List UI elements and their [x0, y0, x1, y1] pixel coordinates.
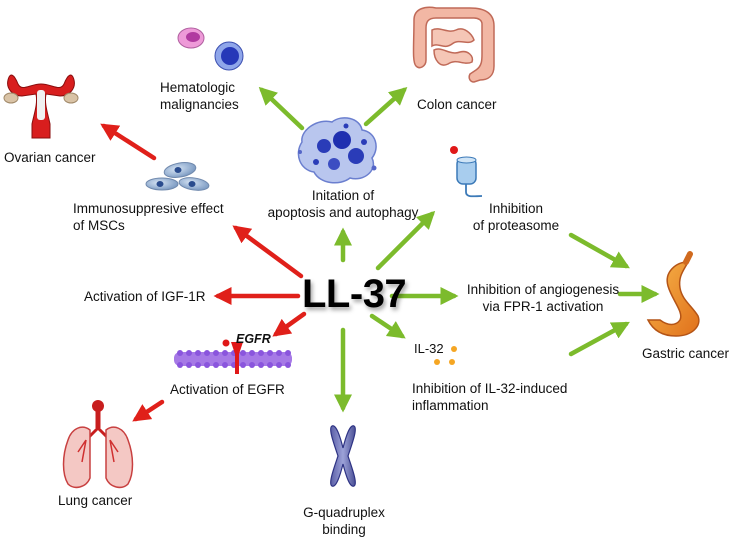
arrow-to-proteasome [375, 210, 436, 271]
label-lung-cancer: Lung cancer [58, 493, 133, 508]
center-label-ll37: LL-37 [302, 272, 407, 316]
green-arrows [258, 86, 660, 413]
label-immunosuppressive: Immunosuppresive effect of MSCs [73, 201, 224, 233]
arrow-to-il32 [369, 313, 406, 339]
colon-icon [412, 6, 495, 83]
lungs-icon [62, 400, 134, 489]
red-arrows [100, 123, 307, 422]
label-il32-tag: IL-32 [414, 341, 444, 356]
label-apoptosis: Initation of apoptosis and autophagy [267, 188, 419, 220]
label-gastric-cancer: Gastric cancer [642, 346, 730, 361]
chromosome-icon [330, 425, 356, 487]
il32-dots-icon [434, 346, 457, 365]
label-hematologic: Hematologic malignancies [160, 80, 239, 112]
arrow-to-colon [363, 86, 408, 127]
label-il32-inflammation: Inhibition of IL-32-induced inflammation [412, 381, 568, 413]
arrow-proteasome-to-gastric [568, 232, 630, 269]
arrow-il32-to-gastric [568, 321, 630, 357]
uterus-icon [3, 74, 79, 139]
arrow-immuno-to-ovarian [100, 123, 157, 161]
proteasome-icon [450, 146, 483, 198]
arrow-to-egfr [272, 311, 307, 337]
label-egfr-tag: EGFR [236, 332, 271, 346]
label-proteasome: Inhibition of proteasome [472, 201, 560, 233]
arrow-egfr-to-lung [132, 399, 165, 422]
egfr-receptor-icon [174, 339, 292, 374]
label-igf1r: Activation of IGF-1R [84, 289, 206, 304]
label-activation-egfr: Activation of EGFR [170, 382, 285, 397]
apoptotic-cell-icon [297, 117, 377, 184]
msc-cells-icon [145, 162, 210, 191]
label-colon-cancer: Colon cancer [417, 97, 497, 112]
label-gquadruplex: G-quadruplex binding [303, 505, 385, 537]
stomach-icon [646, 251, 700, 337]
arrow-to-immuno [232, 225, 304, 279]
label-angiogenesis: Inhibition of angiogenesis via FPR-1 act… [466, 282, 620, 314]
arrow-to-hematologic [258, 86, 305, 131]
label-ovarian-cancer: Ovarian cancer [4, 150, 96, 165]
blood-cells-icon [177, 27, 244, 71]
